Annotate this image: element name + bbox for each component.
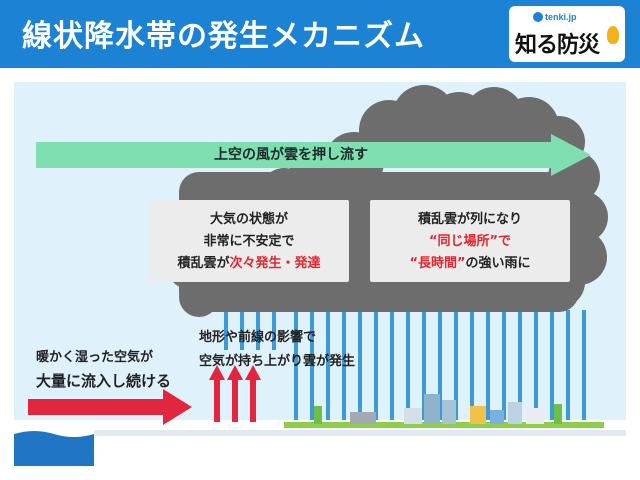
instability-line-3: 積乱雲が次々発生・発達 [177, 256, 321, 271]
updraft-label-2: 空気が持ち上がり雲が発生 [199, 354, 356, 369]
same-place-box: 積乱雲が列になり “同じ場所”で “長時間”の強い雨に [370, 200, 570, 282]
header-bar: 線状降水帯の発生メカニズム tenki.jp 知る防災 [0, 0, 640, 68]
updraft-label-1: 地形や前線の影響で [199, 330, 317, 345]
instability-line-2: 非常に不安定で [203, 234, 295, 249]
instability-line-1: 大気の状態が [209, 212, 288, 227]
city-buildings [314, 394, 562, 424]
rain-area [224, 310, 586, 420]
same-place-line-2: “同じ場所”で [428, 234, 512, 249]
same-place-line-1: 積乱雲が列になり [417, 212, 522, 227]
wind-label: 上空の風が雲を押し流す [214, 147, 368, 163]
sea [14, 431, 94, 466]
instability-box: 大気の状態が 非常に不安定で 積乱雲が次々発生・発達 [149, 200, 349, 282]
same-place-line-3: “長時間”の強い雨に [409, 256, 531, 271]
tenki-logo[interactable]: tenki.jp 知る防災 [509, 6, 625, 62]
warm-air-label-2: 大量に流入し続ける [36, 372, 172, 390]
flame-icon [607, 26, 619, 44]
diagram-panel: 上空の風が雲を押し流す 大気の状態が 非常に不安定で 積乱雲が次々発生・発達 積… [14, 82, 626, 466]
warm-air-arrow-icon [28, 389, 192, 425]
page-title: 線状降水帯の発生メカニズム [22, 19, 425, 54]
wind-arrow-icon [36, 134, 591, 176]
warm-air-label-1: 暖かく湿った空気が [36, 350, 154, 365]
updraft-arrow-icon [209, 365, 261, 422]
sun-icon [533, 12, 543, 22]
grass [284, 422, 604, 428]
logo-subtitle: tenki.jp [545, 12, 577, 22]
logo-title: 知る防災 [515, 33, 600, 58]
